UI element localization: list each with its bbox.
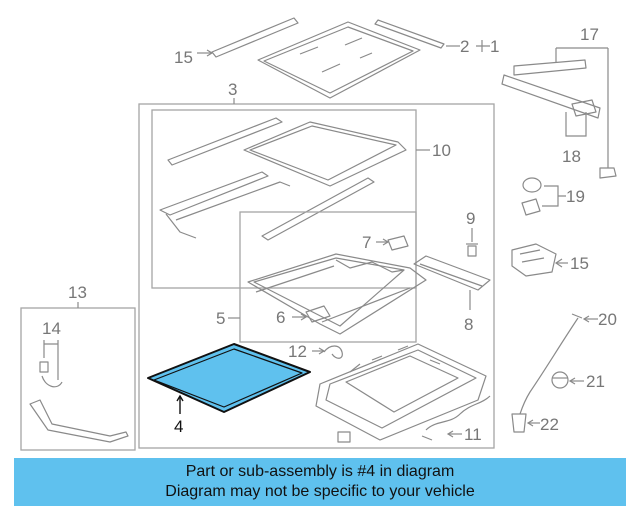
part-12-clip	[312, 345, 343, 359]
label-16: 15	[174, 48, 193, 67]
label-3: 3	[228, 80, 237, 99]
assembly-10-box	[151, 109, 417, 289]
label-10: 10	[432, 141, 451, 160]
banner-line-1: Part or sub-assembly is #4 in diagram	[185, 463, 455, 480]
label-6: 6	[276, 308, 285, 327]
label-9: 9	[466, 209, 475, 228]
banner-line-2: Diagram may not be specific to your vehi…	[165, 483, 475, 500]
part-housing-frame	[315, 343, 487, 443]
label-5: 5	[216, 309, 225, 328]
label-21: 21	[586, 372, 605, 391]
assembly-5-box	[239, 211, 417, 343]
label-18: 18	[562, 147, 581, 166]
label-11: 11	[464, 425, 482, 444]
part-1-glass-panel	[257, 21, 421, 99]
label-17: 17	[580, 25, 599, 44]
label-14: 14	[42, 319, 61, 338]
part-17-rails	[501, 47, 617, 179]
part-11-harness	[421, 395, 491, 441]
part-22-plug	[511, 413, 540, 433]
label-1: 1	[490, 37, 499, 56]
part-10-seals	[159, 117, 407, 241]
part-14-clips	[39, 340, 63, 388]
part-9-screw	[466, 228, 478, 257]
part-7-bracket	[376, 235, 409, 251]
part-15-motor	[511, 243, 568, 277]
part-6-bracket	[292, 305, 331, 323]
part-2-strip	[374, 19, 490, 52]
part-13-seal	[29, 399, 129, 443]
info-banner: Part or sub-assembly is #4 in diagram Di…	[14, 458, 626, 506]
leader-18	[565, 112, 587, 137]
label-15: 15	[570, 254, 589, 273]
label-22: 22	[540, 415, 559, 434]
part-4-highlighted[interactable]	[147, 343, 311, 413]
label-4: 4	[174, 417, 183, 436]
label-13: 13	[68, 283, 87, 302]
parts-diagram: 15 2 1 17 18 19 15	[20, 17, 617, 451]
label-7: 7	[362, 233, 371, 252]
assembly-13-box	[20, 307, 136, 451]
part-16-strip	[197, 17, 299, 58]
label-2: 2	[460, 37, 469, 56]
label-19: 19	[566, 187, 585, 206]
label-12: 12	[288, 342, 307, 361]
assembly-3-box	[138, 103, 495, 449]
leader-4-arrow	[176, 394, 184, 402]
label-8: 8	[464, 315, 473, 334]
label-20: 20	[598, 310, 617, 329]
part-5-frame	[247, 253, 427, 335]
part-21-bolt	[551, 371, 584, 389]
part-20-cable	[519, 313, 598, 415]
part-8-deflector	[413, 255, 491, 310]
part-19-clips	[521, 177, 566, 216]
